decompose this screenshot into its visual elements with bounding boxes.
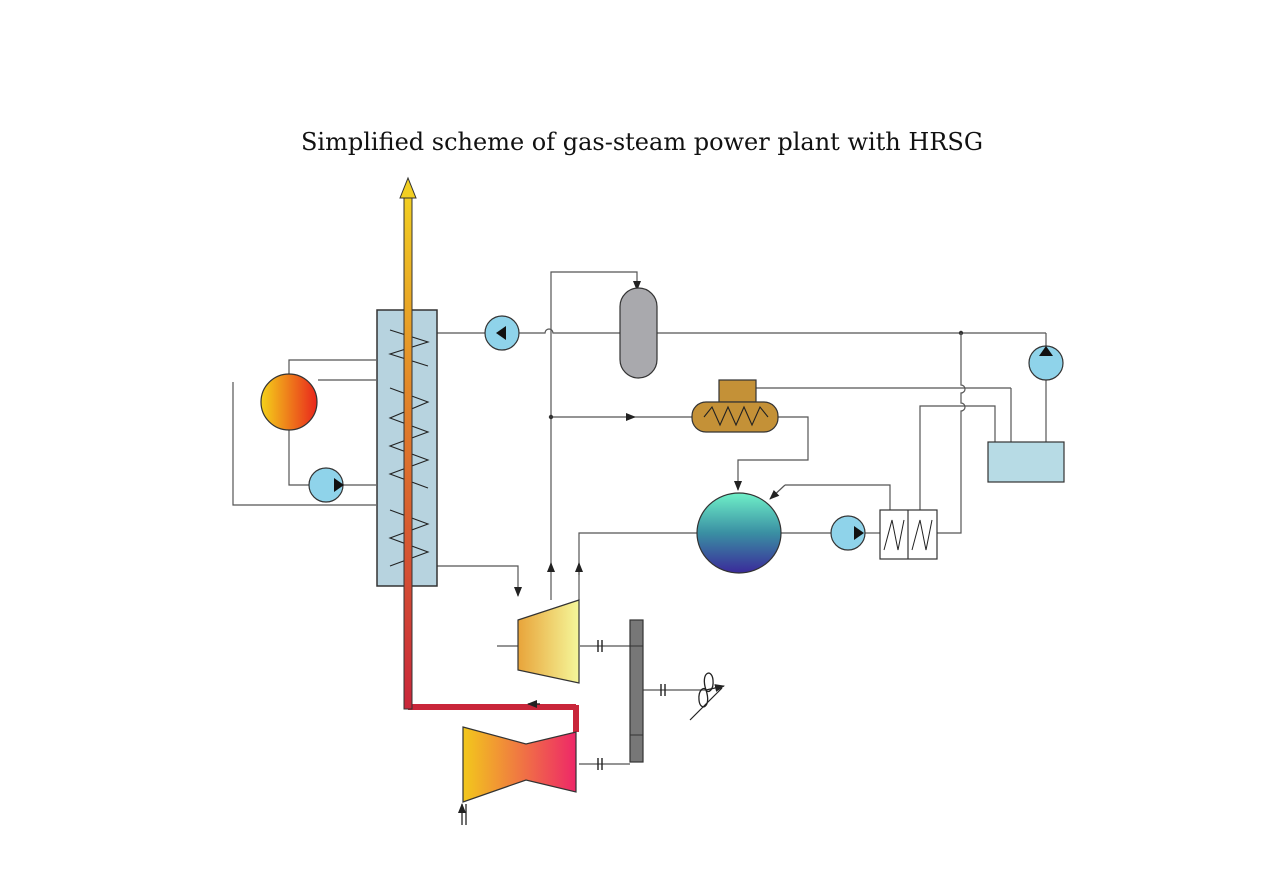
- exhaust-arrow-up: [399, 176, 417, 199]
- pipe-heater-to-condenser: [734, 416, 809, 491]
- pipe-hx-to-tank: [919, 405, 996, 510]
- pipe-boiler-bottom: [288, 426, 309, 486]
- pipe-bleed-to-drum: [550, 271, 641, 570]
- steam-drum: [619, 287, 658, 379]
- pipe-hrsg-to-turbine: [437, 565, 522, 597]
- pipe-vertical-right: [937, 333, 966, 534]
- feedwater-heater: [691, 401, 779, 433]
- gearbox: [629, 619, 644, 763]
- feedwater-tank: [987, 441, 1065, 483]
- pipe-turbine-to-condenser: [578, 532, 697, 600]
- pipe-left-loop: [232, 382, 376, 506]
- pump-feed: [1028, 345, 1064, 381]
- exhaust-duct-horizontal: [408, 704, 579, 710]
- couplings: [597, 640, 666, 770]
- hrsg-coil-3: [388, 509, 430, 567]
- boiler-vessel: [260, 373, 318, 431]
- piping: [232, 271, 1047, 765]
- arrow-into-condenser: [769, 484, 786, 500]
- pump-boiler: [308, 467, 344, 503]
- diagram-title: Simplified scheme of gas-steam power pla…: [300, 128, 984, 156]
- pump-condensate: [830, 515, 866, 551]
- condenser: [696, 492, 782, 574]
- pipe-pump-to-drum: [519, 328, 620, 334]
- exhaust-stack: [403, 195, 413, 710]
- gas-turbine: [462, 726, 577, 803]
- heat-exchanger: [879, 509, 938, 560]
- steam-turbine: [517, 599, 580, 684]
- propeller-icon: [689, 672, 725, 721]
- pump-hrsg: [484, 315, 520, 351]
- junction-dot-bleed: [548, 414, 554, 420]
- pipe-hx-to-condenser: [785, 484, 891, 510]
- heater-cap: [718, 379, 757, 403]
- pipe-boiler-top: [288, 359, 376, 378]
- heater-coil: [703, 405, 769, 427]
